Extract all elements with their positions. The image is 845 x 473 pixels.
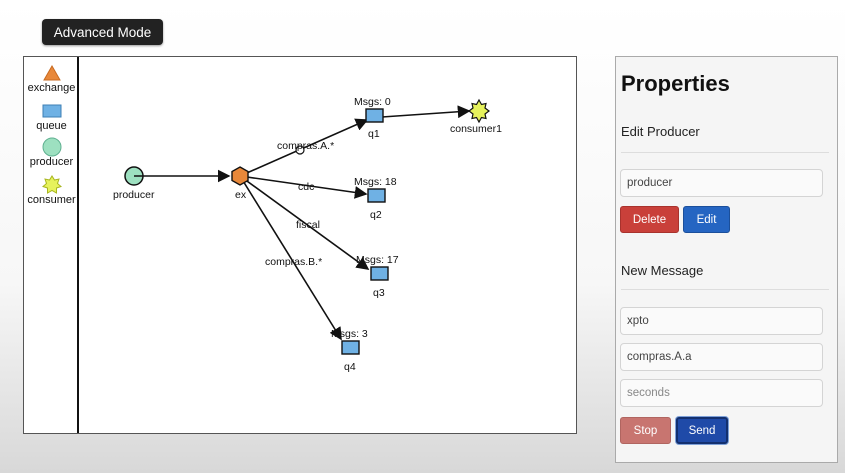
divider	[621, 289, 829, 290]
star-icon	[41, 175, 62, 194]
queue-node-q2[interactable]	[367, 188, 386, 203]
producer-node[interactable]	[124, 166, 144, 186]
edge-ex-q2[interactable]	[239, 175, 368, 199]
graph-canvas[interactable]: exchange queue producer consumer com	[23, 56, 577, 434]
circle-icon	[42, 137, 61, 157]
palette-item-queue[interactable]: queue	[24, 103, 79, 132]
new-message-title: New Message	[621, 263, 704, 278]
queue-msgs: Msgs: 3	[331, 328, 368, 340]
queue-msgs: Msgs: 18	[354, 176, 397, 188]
palette-item-exchange[interactable]: exchange	[24, 64, 79, 94]
queue-node-q3[interactable]	[370, 266, 389, 281]
queue-node-q4[interactable]	[341, 340, 360, 355]
binding-label: fiscal	[296, 219, 320, 231]
topology-graph[interactable]: compras.A.* cdc fiscal compras.B.* produ…	[24, 57, 576, 433]
binding-label: compras.A.*	[277, 140, 334, 152]
divider	[621, 152, 829, 153]
exchange-node[interactable]	[231, 166, 249, 186]
message-body-input[interactable]	[620, 307, 823, 335]
routing-key-input[interactable]	[620, 343, 823, 371]
rect-icon	[42, 104, 61, 118]
stop-button[interactable]: Stop	[620, 417, 671, 444]
send-button[interactable]: Send	[676, 417, 728, 444]
edge-ex-q3[interactable]	[239, 175, 370, 270]
queue-label: q3	[373, 287, 385, 299]
edge-q1-consumer1[interactable]	[381, 105, 471, 119]
palette-label: producer	[29, 156, 74, 168]
palette-item-producer[interactable]: producer	[24, 137, 79, 168]
queue-label: q2	[370, 209, 382, 221]
exchange-node-label: ex	[235, 189, 247, 201]
palette-label: queue	[36, 120, 67, 132]
edit-button[interactable]: Edit	[683, 206, 730, 233]
queue-msgs: Msgs: 17	[356, 254, 399, 266]
binding-label: compras.B.*	[265, 256, 322, 268]
binding-handle[interactable]	[295, 145, 305, 155]
queue-msgs: Msgs: 0	[354, 96, 391, 108]
queue-node-q1[interactable]	[365, 108, 384, 123]
palette-item-consumer[interactable]: consumer	[24, 175, 79, 206]
node-palette: exchange queue producer consumer	[24, 57, 79, 433]
palette-label: exchange	[27, 82, 76, 94]
seconds-input[interactable]	[620, 379, 823, 407]
triangle-icon	[42, 64, 61, 81]
binding-label: cdc	[298, 181, 314, 193]
properties-panel: Properties Edit Producer Delete Edit New…	[615, 56, 838, 463]
palette-label: consumer	[27, 194, 76, 206]
delete-button[interactable]: Delete	[620, 206, 679, 233]
panel-title: Properties	[621, 71, 730, 96]
advanced-mode-button[interactable]: Advanced Mode	[42, 19, 163, 45]
consumer-node[interactable]	[468, 98, 490, 124]
edit-producer-title: Edit Producer	[621, 124, 700, 139]
queue-label: q1	[368, 128, 380, 140]
queue-label: q4	[344, 361, 356, 373]
consumer-node-label: consumer1	[450, 123, 502, 135]
edge-ex-q4[interactable]	[239, 175, 342, 341]
producer-name-input[interactable]	[620, 169, 823, 197]
producer-node-label: producer	[113, 189, 155, 201]
